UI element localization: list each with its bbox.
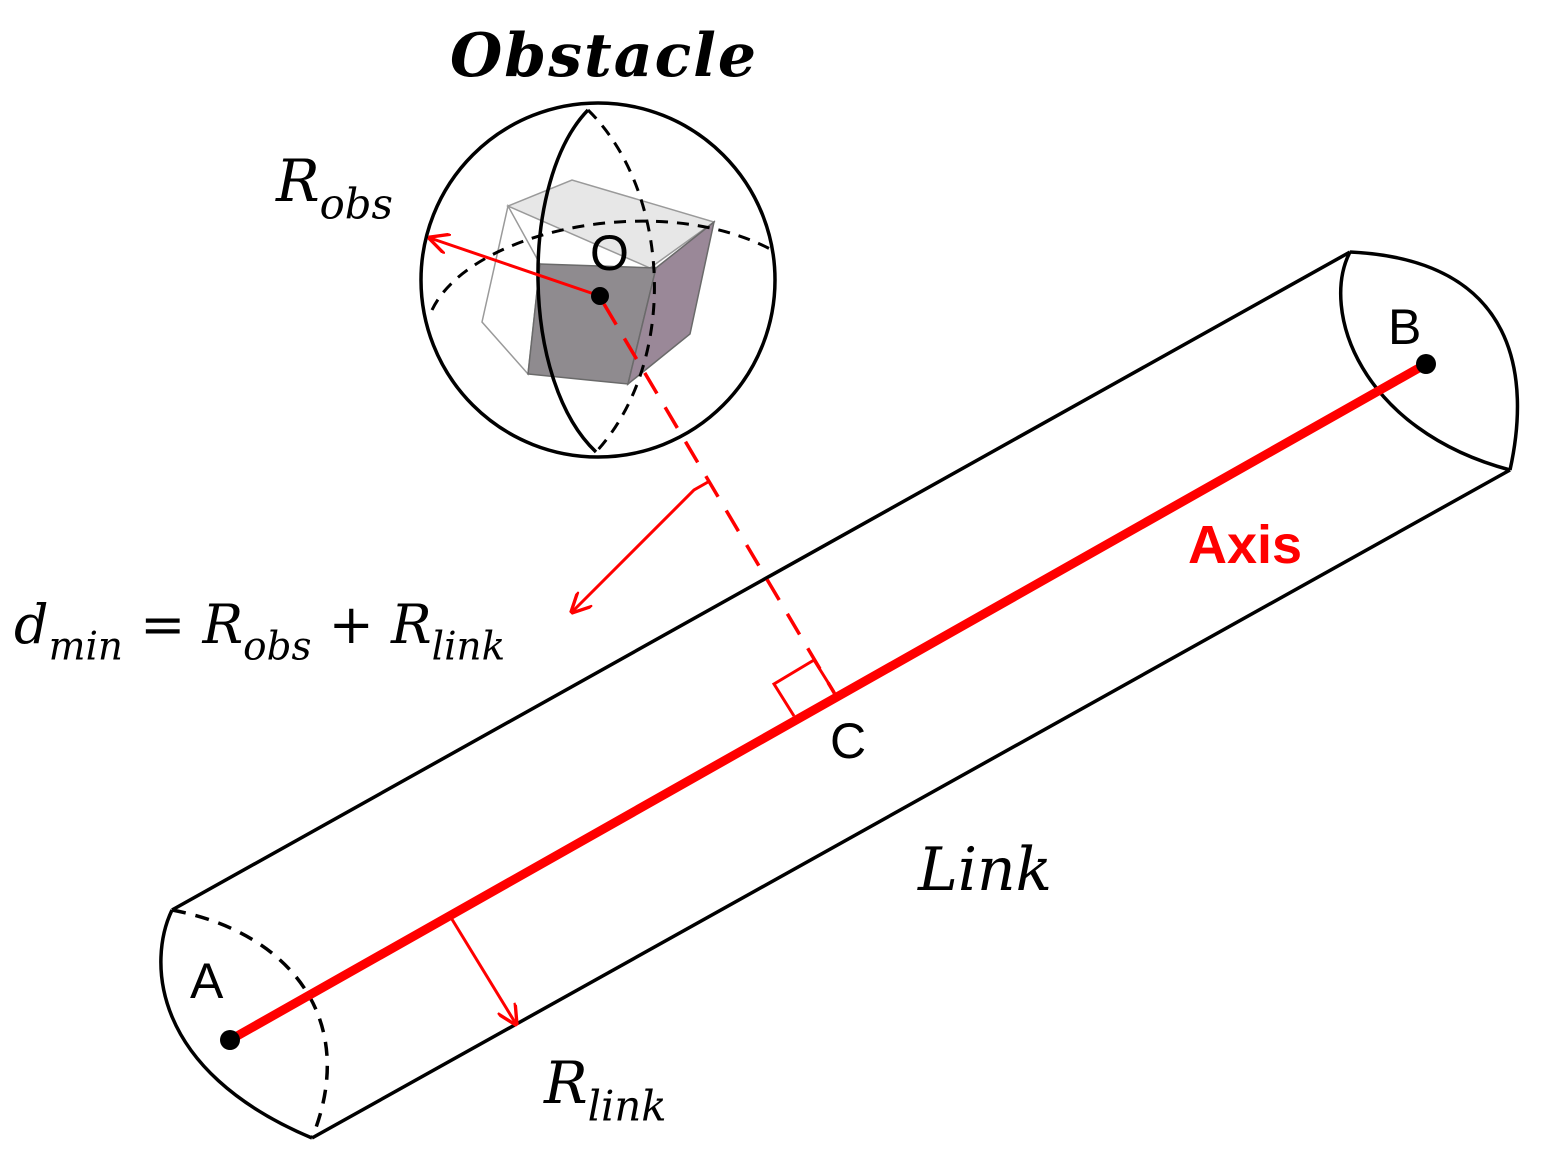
d-min-r2-sub: link <box>431 624 506 670</box>
point-a-label: A <box>190 953 224 1009</box>
d-min-r2: R <box>391 593 432 656</box>
d-min-equation: dmin = Robs + Rlink <box>14 598 505 667</box>
r-link-radius-arrow <box>448 915 516 1024</box>
link-label: Link <box>918 835 1053 905</box>
d-min-r1-sub: obs <box>243 624 312 670</box>
obstacle-title: Obstacle <box>450 21 759 91</box>
point-a-dot <box>220 1030 240 1050</box>
d-min-d-sub: min <box>48 624 123 670</box>
r-obs-radius-arrow <box>430 238 601 298</box>
distance-dashed-line <box>602 303 838 697</box>
axis-label: Axis <box>1188 515 1303 575</box>
r-obs-base: R <box>276 147 320 215</box>
point-b-dot <box>1416 354 1436 374</box>
r-link-label: Rlink <box>544 1054 667 1127</box>
r-link-base: R <box>544 1049 588 1117</box>
d-min-r1: R <box>202 593 244 656</box>
d-min-eq: = <box>122 593 203 656</box>
d-min-arrow <box>572 480 709 612</box>
r-obs-sub: obs <box>319 179 393 229</box>
r-obs-label: Robs <box>276 152 393 225</box>
point-b-label: B <box>1388 299 1422 355</box>
point-o-label: O <box>590 225 629 281</box>
obstacle-sphere <box>419 101 777 459</box>
obstacle-center-dot <box>591 287 609 305</box>
d-min-plus: + <box>311 593 391 656</box>
obstacle-cube <box>481 179 716 386</box>
r-link-sub: link <box>587 1081 667 1131</box>
point-c-label: C <box>830 713 867 769</box>
link-axis-line <box>225 359 1431 1045</box>
right-angle-marker <box>771 657 836 717</box>
d-min-d: d <box>14 593 49 656</box>
